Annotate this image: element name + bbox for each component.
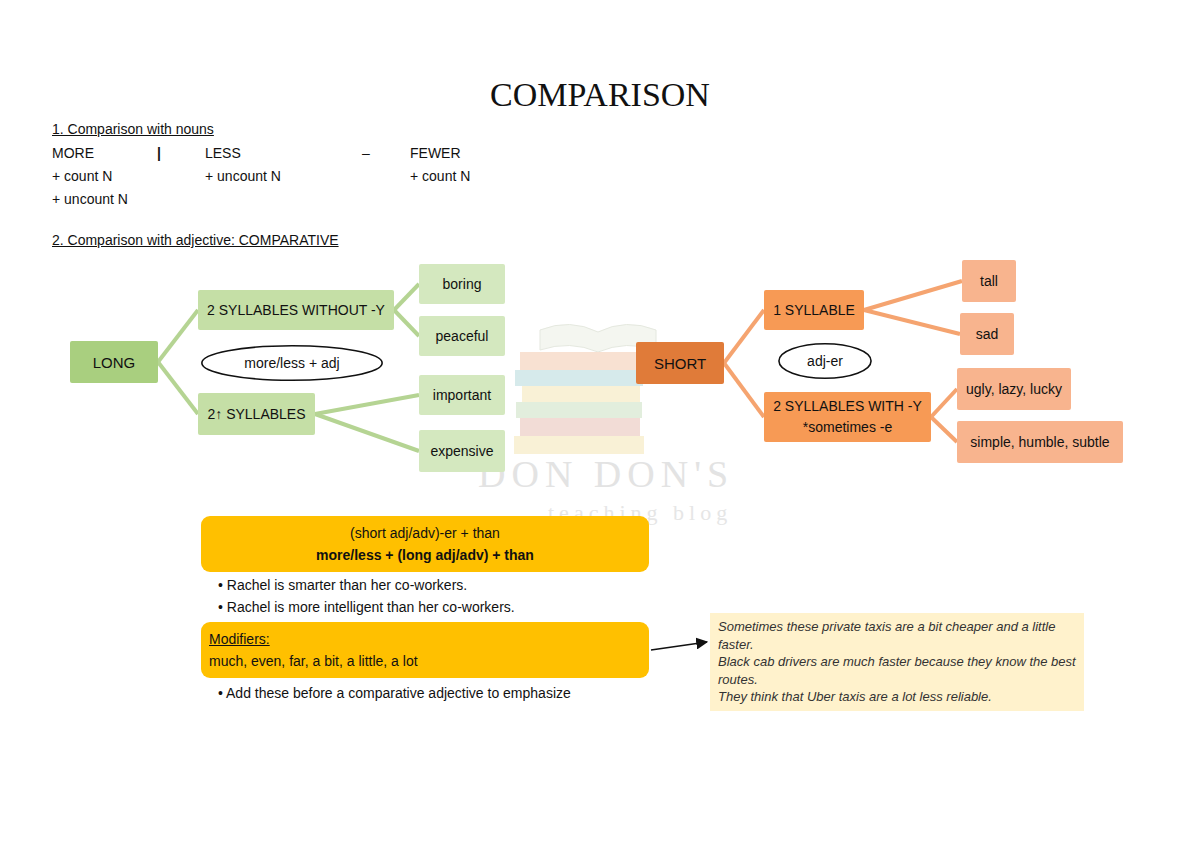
category-box-text: SHORT [654,355,706,372]
branch-line [864,310,960,334]
usage-note: + uncount N [52,191,128,207]
example-box: peaceful [419,316,505,356]
branch-line [864,281,962,310]
branch-line [315,395,419,414]
example-note-text: Black cab drivers are much faster becaus… [718,653,1076,688]
example-note-text: Sometimes these private taxis are a bit … [718,618,1076,653]
branch-line [931,389,957,417]
branch-line [315,414,419,451]
column-head: FEWER [410,145,461,161]
separator: | [157,145,161,161]
rule-box: 1 SYLLABLE [764,290,864,330]
example-box-text: tall [980,273,998,289]
watermark: DON DON'S [478,452,734,496]
rule-box-text: 2 SYLLABLES WITHOUT -Y [207,302,385,318]
rule-box: 2 SYLLABLES WITHOUT -Y [198,290,394,330]
column-head: MORE [52,145,94,161]
branch-line [394,310,419,336]
example-box-text: expensive [430,443,493,459]
formula-ellipse-text: more/less + adj [244,355,339,371]
example-box-text: sad [976,326,999,342]
example-note-text: They think that Uber taxis are a lot les… [718,688,992,706]
rule-box: 2 SYLLABLES WITH -Y*sometimes -e [764,392,931,442]
formula-box-text: (short adj/adv)-er + than [350,522,500,544]
rule-box-text: 1 SYLLABLE [773,302,855,318]
formula-ellipse-text: adj-er [807,353,843,369]
note-bullet: • Add these before a comparative adjecti… [218,685,571,701]
example-box: tall [962,260,1016,302]
rule-box-text: 2 SYLLABLES WITH -Y [773,396,922,417]
arrow-connector [651,642,707,650]
book-illustration [514,324,656,454]
column-head: LESS [205,145,241,161]
branch-line [724,363,764,417]
branch-line [158,310,198,362]
branch-line [724,310,764,363]
example-note: Sometimes these private taxis are a bit … [710,613,1084,711]
example-box-text: simple, humble, subtle [970,434,1109,450]
modifier-box: Modifiers:much, even, far, a bit, a litt… [201,622,649,678]
category-box: SHORT [636,342,724,384]
example-box-text: ugly, lazy, lucky [966,381,1062,397]
formula-box: (short adj/adv)-er + thanmore/less + (lo… [201,516,649,572]
title: COMPARISON [0,76,1200,114]
category-box-text: LONG [93,354,136,371]
section-heading: 2. Comparison with adjective: COMPARATIV… [52,232,339,248]
formula-box-text: more/less + (long adj/adv) + than [316,544,534,566]
separator: – [362,145,370,161]
modifier-box-text: Modifiers: [209,628,270,650]
example-box: sad [960,313,1014,355]
usage-note: + count N [410,168,470,184]
formula-ellipse: more/less + adj [200,345,384,381]
branch-line [394,284,419,310]
example-box: ugly, lazy, lucky [957,368,1071,410]
section-heading: 1. Comparison with nouns [52,121,214,137]
example-box: expensive [419,430,505,472]
example-box: boring [419,264,505,304]
rule-box-text: 2↑ SYLLABLES [207,406,305,422]
example-box-text: important [433,387,491,403]
category-box: LONG [70,341,158,383]
branch-line [931,417,957,442]
example-bullet: • Rachel is more intelligent than her co… [218,599,515,615]
branch-line [158,362,198,414]
rule-box-text: *sometimes -e [803,417,892,438]
modifier-box-text: much, even, far, a bit, a little, a lot [209,650,418,672]
rule-box: 2↑ SYLLABLES [198,393,315,435]
example-box: simple, humble, subtle [957,421,1123,463]
example-box-text: peaceful [436,328,489,344]
example-box-text: boring [443,276,482,292]
example-box: important [419,375,505,415]
formula-ellipse: adj-er [778,343,872,379]
usage-note: + uncount N [205,168,281,184]
example-bullet: • Rachel is smarter than her co-workers. [218,577,467,593]
usage-note: + count N [52,168,112,184]
